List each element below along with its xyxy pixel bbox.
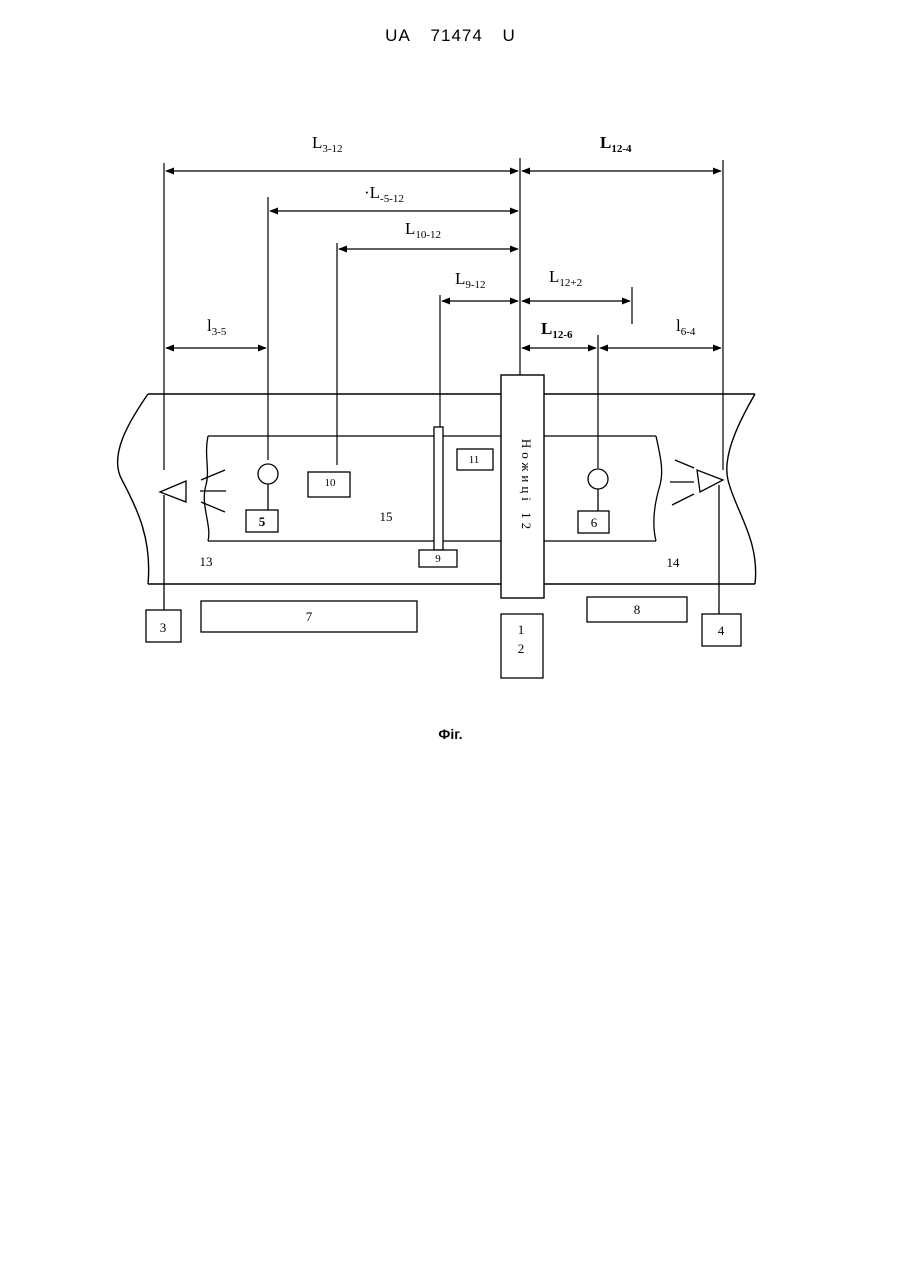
bar-9	[434, 427, 443, 550]
dimension-lines	[164, 158, 723, 470]
label-l9-12: L9-12	[455, 269, 486, 291]
label-13: 13	[200, 554, 213, 569]
label-15: 15	[380, 509, 393, 524]
frame-right-break	[727, 394, 756, 584]
label-12-digit-2: 2	[518, 641, 525, 656]
label-l5-12: ·L-5-12	[364, 183, 404, 205]
label-3: 3	[160, 620, 167, 635]
dimension-labels: L3-12 L12-4 ·L-5-12 L10-12 L9-12 L12+2 l…	[207, 133, 696, 341]
label-l12-2: L12+2	[549, 267, 582, 289]
sensor-6-circle-icon	[588, 469, 608, 489]
label-l12-4: L12-4	[600, 133, 632, 155]
label-9: 9	[435, 553, 441, 565]
beam-4-upper	[675, 460, 694, 468]
shears-label: Ножиці 12	[519, 439, 534, 533]
label-8: 8	[634, 602, 641, 617]
label-5: 5	[259, 514, 266, 529]
label-6: 6	[591, 515, 598, 530]
label-12-digit-1: 1	[518, 622, 525, 637]
label-11: 11	[469, 454, 480, 466]
label-7: 7	[306, 609, 313, 624]
beam-3-upper	[201, 470, 225, 480]
label-l12-6: L12-6	[541, 319, 573, 341]
strip-left-end	[204, 436, 209, 541]
label-l3-5: l3-5	[207, 316, 227, 338]
figure-caption: Фіг.	[0, 726, 901, 742]
label-l10-12: L10-12	[405, 219, 441, 241]
label-10: 10	[325, 477, 337, 489]
strip-right-end	[654, 436, 662, 541]
label-14: 14	[667, 555, 681, 570]
sensor-5-circle-icon	[258, 464, 278, 484]
label-l6-4: l6-4	[676, 316, 696, 338]
frame-left-break	[118, 394, 149, 584]
label-l3-12: L3-12	[312, 133, 343, 155]
label-4: 4	[718, 623, 725, 638]
beam-4-lower	[672, 494, 694, 505]
